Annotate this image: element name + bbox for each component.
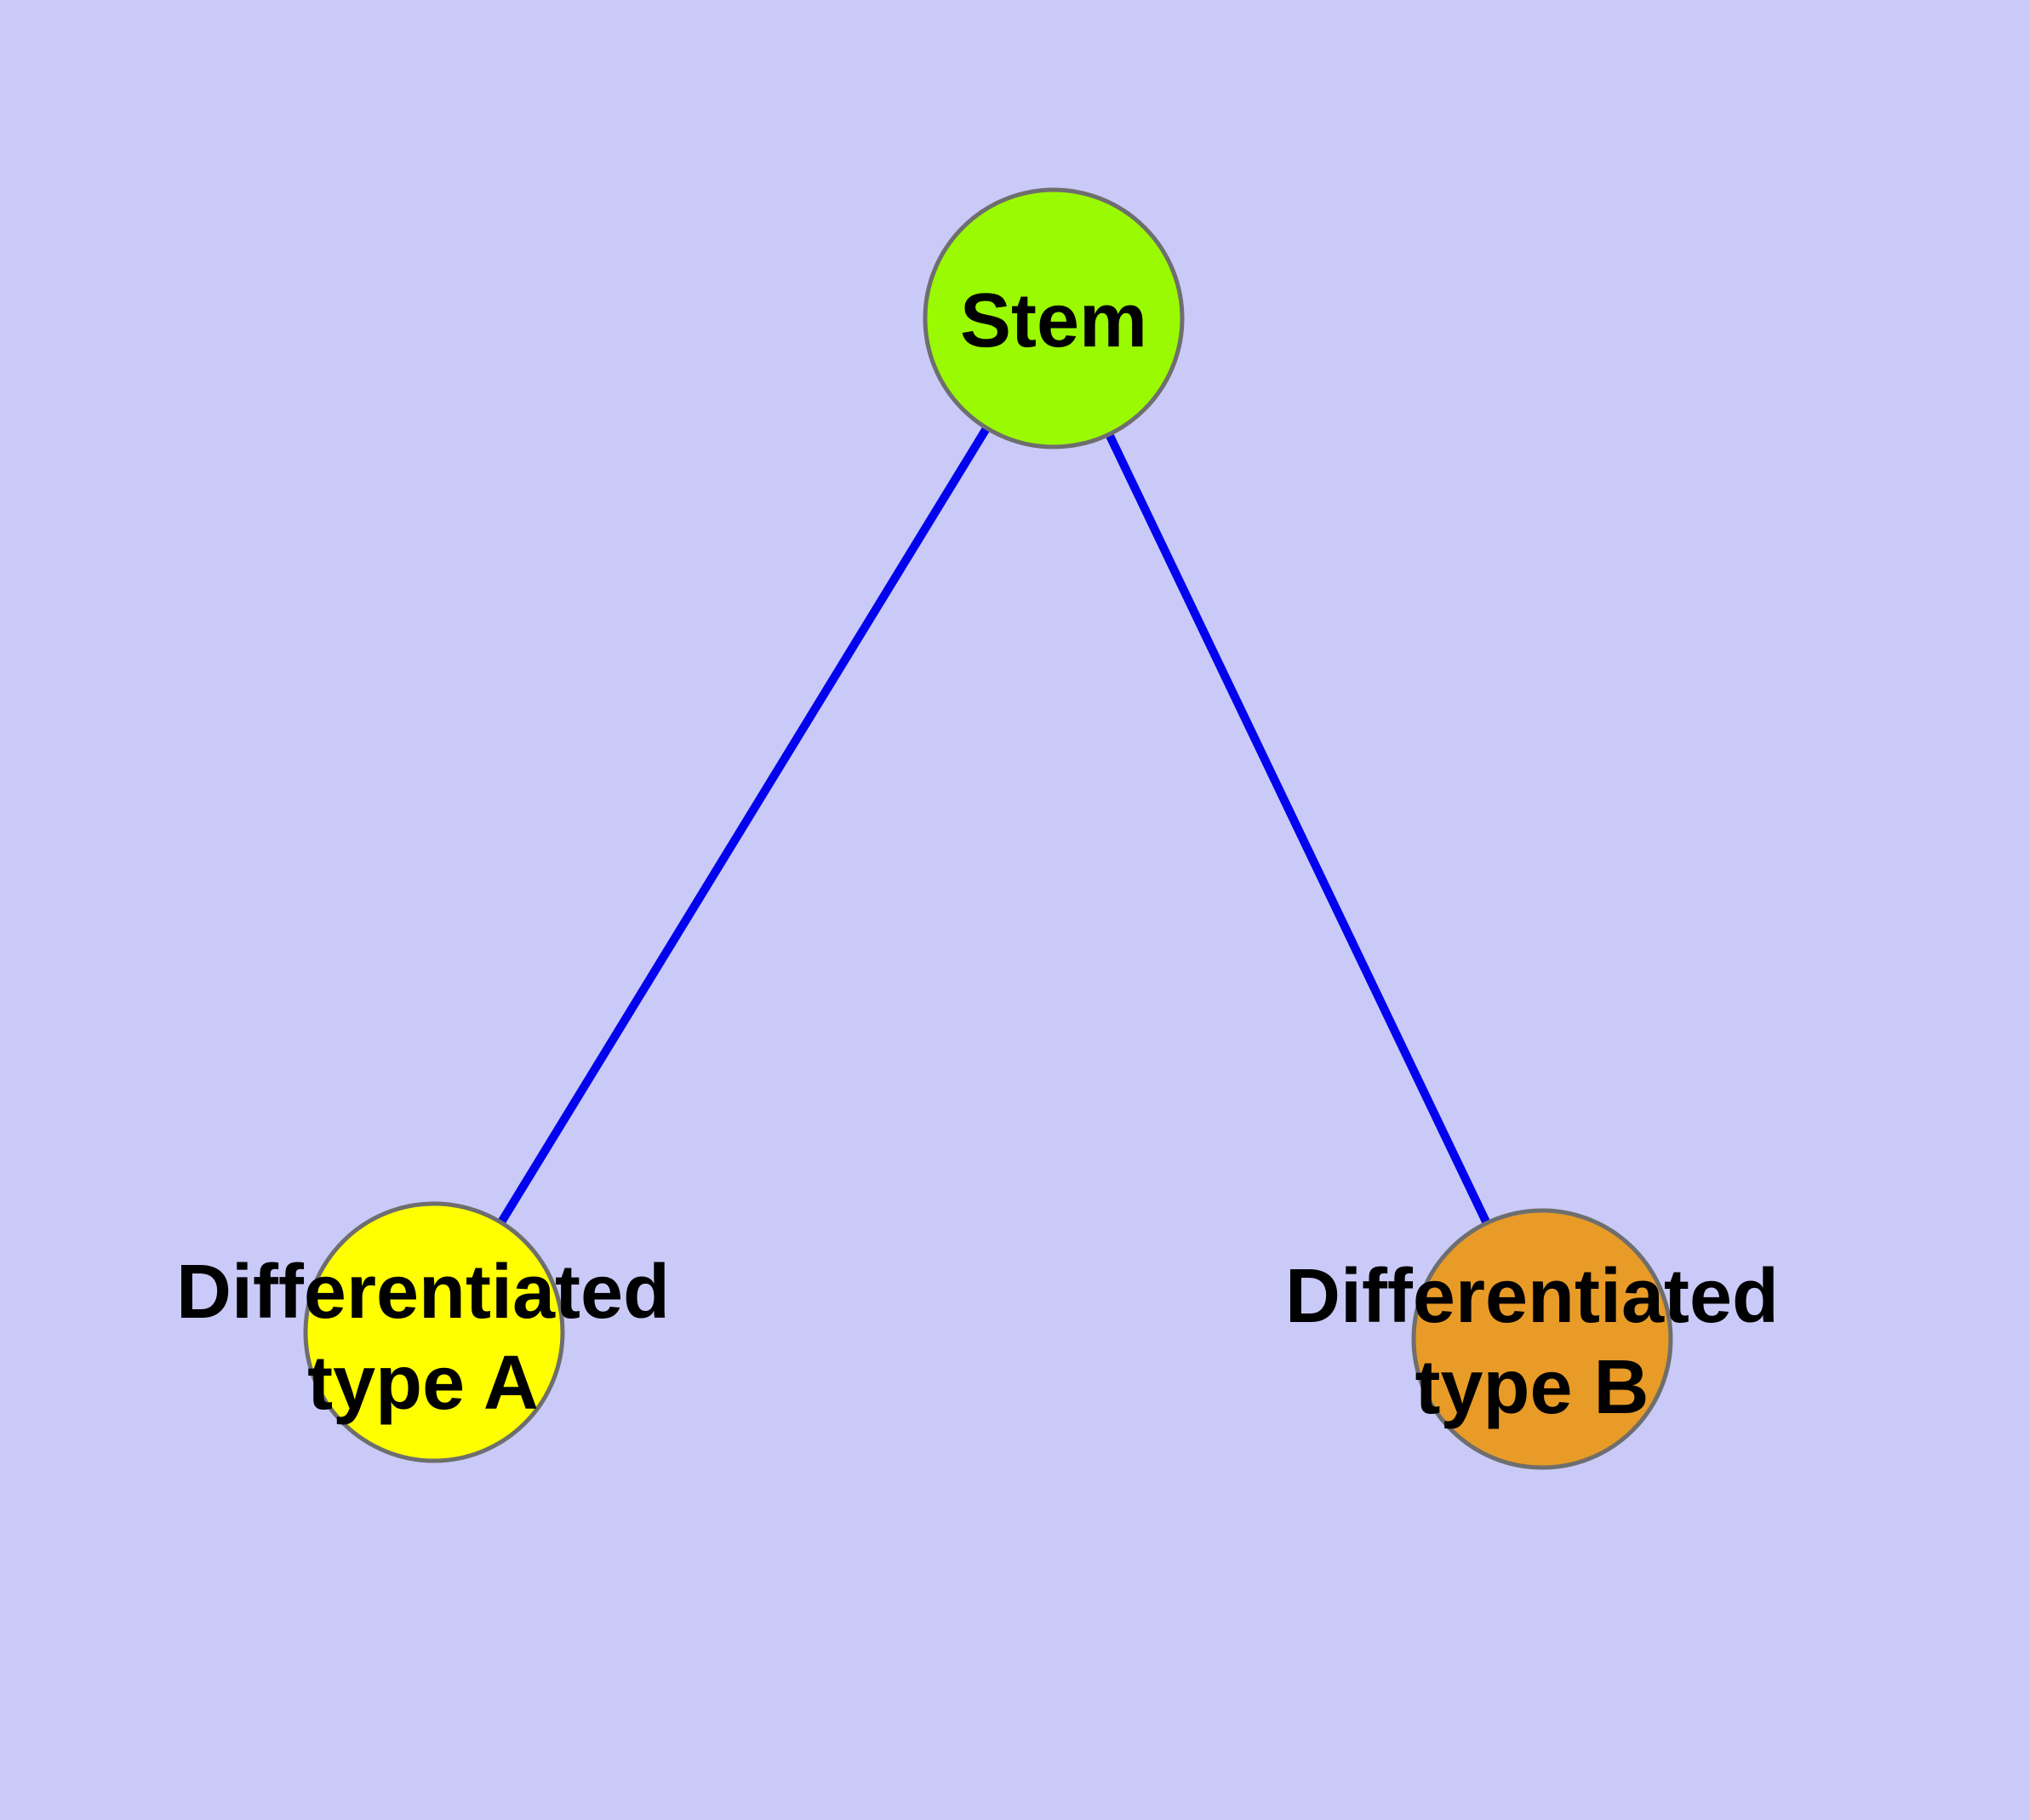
stem-node-label: Stem: [960, 278, 1147, 363]
differentiated-type-a-label-line1: Differentiated: [176, 1250, 670, 1335]
differentiated-type-a-node-circle: [303, 1201, 565, 1463]
differentiated-type-b-label-line1: Differentiated: [1285, 1254, 1779, 1339]
differentiated-type-b-node-circle: [1411, 1208, 1673, 1470]
edges-layer: [430, 316, 1546, 1342]
edge-stem-to-type-a: [430, 316, 1058, 1335]
labels-layer: Stem Differentiated type A Differentiate…: [176, 278, 1779, 1430]
differentiated-type-b-label-line2: type B: [1415, 1345, 1649, 1430]
nodes-layer: [303, 187, 1673, 1470]
stem-node-circle: [923, 187, 1185, 449]
differentiated-type-a-label-line2: type A: [307, 1341, 539, 1426]
edge-stem-to-type-b: [1049, 316, 1546, 1342]
